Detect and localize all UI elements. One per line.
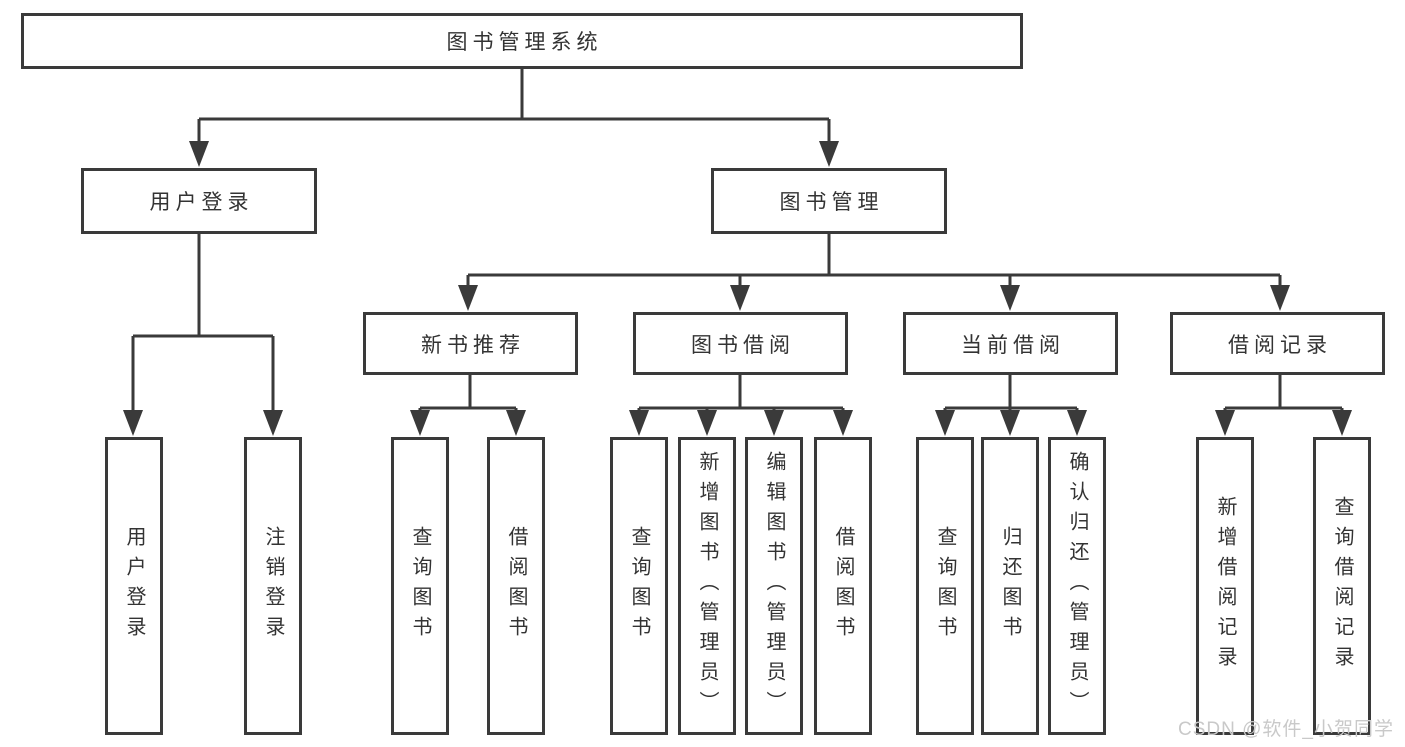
leaf-add-books-admin: 新增图书（管理员） <box>678 437 736 735</box>
leaf-borrow-books: 借阅图书 <box>814 437 872 735</box>
node-root-label: 图书管理系统 <box>446 31 603 54</box>
node-book-borrow: 图书借阅 <box>633 312 848 375</box>
leaf-add-borrow-record-label: 新增借阅记录 <box>1214 496 1236 676</box>
leaf-user-login-label: 用户登录 <box>123 526 145 646</box>
leaf-logout: 注销登录 <box>244 437 302 735</box>
node-book-management-label: 图书管理 <box>779 191 884 214</box>
leaf-query-borrow-record: 查询借阅记录 <box>1313 437 1371 735</box>
leaf-borrow-query-books: 查询图书 <box>610 437 668 735</box>
leaf-edit-books-admin: 编辑图书（管理员） <box>745 437 803 735</box>
leaf-recommend-borrow-books: 借阅图书 <box>487 437 545 735</box>
node-new-book-recommend: 新书推荐 <box>363 312 578 375</box>
leaf-query-borrow-record-label: 查询借阅记录 <box>1331 496 1353 676</box>
leaf-edit-books-admin-label: 编辑图书（管理员） <box>763 451 785 721</box>
node-new-book-recommend-label: 新书推荐 <box>421 333 525 357</box>
leaf-confirm-return-admin-label: 确认归还（管理员） <box>1066 451 1088 721</box>
node-borrow-record: 借阅记录 <box>1170 312 1385 375</box>
leaf-recommend-query-books: 查询图书 <box>391 437 449 735</box>
node-current-borrow: 当前借阅 <box>903 312 1118 375</box>
node-borrow-record-label: 借阅记录 <box>1228 333 1332 357</box>
csdn-watermark: CSDN @软件_小贺同学 <box>1178 719 1394 740</box>
leaf-borrow-query-books-label: 查询图书 <box>628 526 650 646</box>
leaf-return-books: 归还图书 <box>981 437 1039 735</box>
leaf-add-borrow-record: 新增借阅记录 <box>1196 437 1254 735</box>
leaf-current-query-books: 查询图书 <box>916 437 974 735</box>
node-user-login: 用户登录 <box>81 168 317 234</box>
leaf-return-books-label: 归还图书 <box>999 526 1021 646</box>
leaf-recommend-query-books-label: 查询图书 <box>409 526 431 646</box>
leaf-confirm-return-admin: 确认归还（管理员） <box>1048 437 1106 735</box>
node-root-system: 图书管理系统 <box>21 13 1023 69</box>
node-book-borrow-label: 图书借阅 <box>691 333 795 357</box>
leaf-current-query-books-label: 查询图书 <box>934 526 956 646</box>
node-user-login-label: 用户登录 <box>149 191 254 214</box>
node-current-borrow-label: 当前借阅 <box>961 333 1065 357</box>
leaf-recommend-borrow-books-label: 借阅图书 <box>505 526 527 646</box>
leaf-logout-label: 注销登录 <box>262 526 284 646</box>
node-book-management: 图书管理 <box>711 168 947 234</box>
leaf-user-login: 用户登录 <box>105 437 163 735</box>
leaf-add-books-admin-label: 新增图书（管理员） <box>696 451 718 721</box>
leaf-borrow-books-label: 借阅图书 <box>832 526 854 646</box>
